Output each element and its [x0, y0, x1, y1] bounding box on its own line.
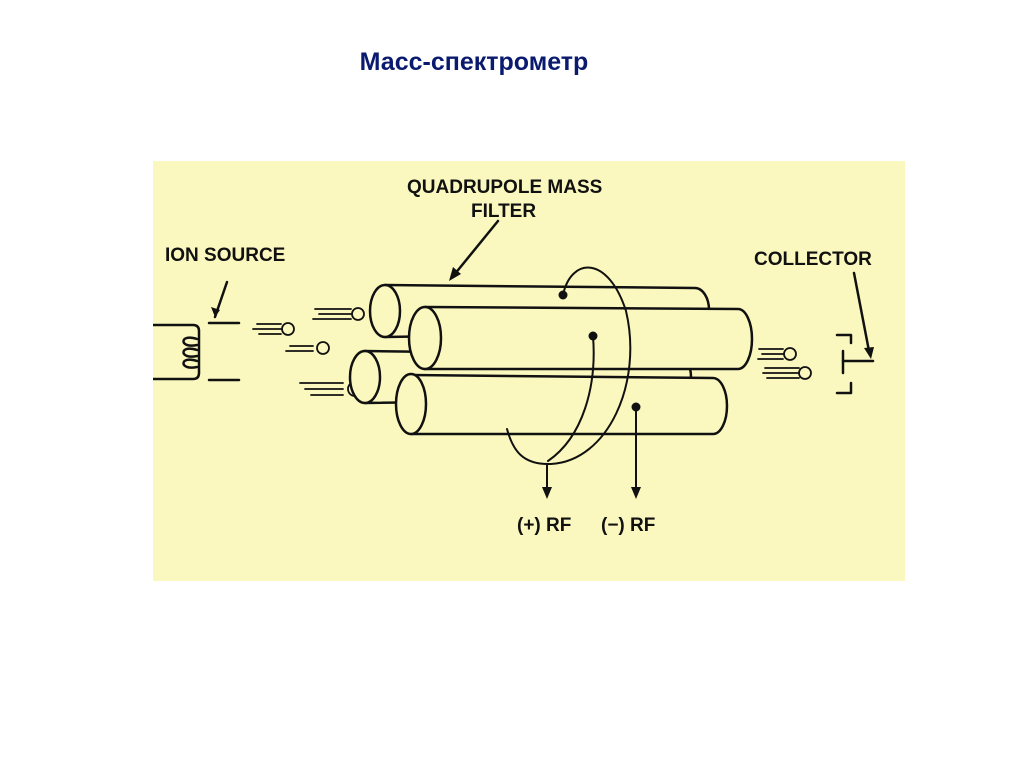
rf-connections [506, 266, 641, 499]
incoming-ions [252, 307, 365, 397]
mass-spectrometer-diagram: QUADRUPOLE MASS FILTER ION SOURCE COLLEC… [153, 161, 905, 581]
quadrupole-label-line1: QUADRUPOLE MASS [407, 177, 602, 198]
ion-source-label: ION SOURCE [165, 245, 285, 266]
exiting-ions [757, 347, 812, 380]
diagram-canvas: QUADRUPOLE MASS FILTER ION SOURCE COLLEC… [153, 177, 875, 536]
filament-coil-icon [182, 336, 199, 369]
collector-graphic [835, 271, 875, 395]
quadrupole-label-line2: FILTER [471, 201, 536, 222]
rod-lower-front [394, 372, 729, 436]
rod-upper-front [407, 305, 754, 371]
negative-rf-label: (−) RF [601, 515, 655, 536]
collector-label: COLLECTOR [754, 249, 872, 270]
slide-title: Масс-спектрометр [359, 48, 589, 76]
positive-rf-loop [506, 266, 632, 466]
collector-pointer [852, 271, 871, 353]
quadrupole-pointer [452, 219, 500, 277]
positive-rf-label: (+) RF [517, 515, 571, 536]
quadrupole-rods [348, 283, 754, 436]
ion-source-graphic [153, 280, 241, 382]
